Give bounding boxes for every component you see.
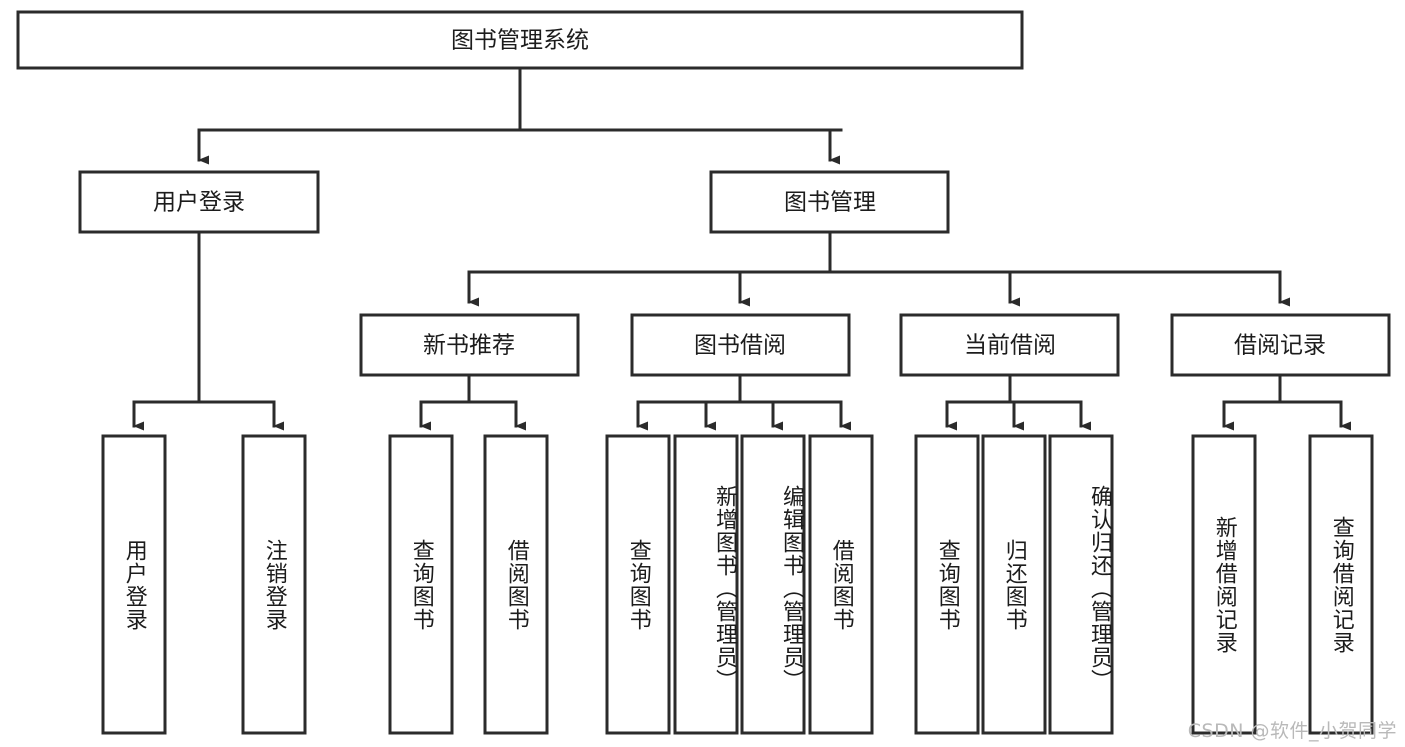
node-book-borrow-label: 图书借阅: [694, 333, 786, 359]
leaf-node-query-record[interactable]: [1308, 434, 1374, 735]
connector-currentborrow-to-leaves: [945, 373, 1091, 431]
leaf-node-borrow-book-2[interactable]: [808, 434, 874, 735]
node-borrow-record-label: 借阅记录: [1234, 333, 1326, 359]
node-root[interactable]: 图书管理系统: [16, 10, 1024, 70]
node-book-borrow[interactable]: 图书借阅: [630, 313, 851, 377]
connector-userlogin-to-leaves: [132, 230, 284, 431]
leaf-node-add-record[interactable]: [1191, 434, 1257, 735]
leaf-node-return-book[interactable]: [981, 434, 1047, 735]
leaf-node-confirm-return[interactable]: [1048, 434, 1114, 735]
node-user-login-label: 用户登录: [153, 190, 245, 216]
leaf-node-user-login[interactable]: [101, 434, 167, 735]
node-root-label: 图书管理系统: [451, 28, 589, 54]
node-current-borrow-label: 当前借阅: [964, 333, 1056, 359]
node-new-book-rec-label: 新书推荐: [423, 333, 515, 359]
node-borrow-record[interactable]: 借阅记录: [1170, 313, 1391, 377]
node-current-borrow[interactable]: 当前借阅: [899, 313, 1120, 377]
leaf-node-query-book-2[interactable]: [605, 434, 671, 735]
leaf-node-user-logout[interactable]: [241, 434, 307, 735]
connector-bookborrow-to-leaves: [636, 373, 851, 431]
node-user-login[interactable]: 用户登录: [78, 170, 320, 234]
node-book-manage[interactable]: 图书管理: [709, 170, 950, 234]
leaf-node-borrow-book-1[interactable]: [483, 434, 549, 735]
connector-bookmanage-to-level3: [467, 230, 1290, 307]
connector-root-to-level2: [197, 66, 843, 165]
leaf-node-edit-book[interactable]: [740, 434, 806, 735]
node-new-book-rec[interactable]: 新书推荐: [359, 313, 580, 377]
connector-newbook-to-leaves: [419, 373, 526, 431]
leaf-node-query-book-1[interactable]: [388, 434, 454, 735]
leaf-node-add-book[interactable]: [673, 434, 739, 735]
node-book-manage-label: 图书管理: [784, 190, 876, 216]
csdn-watermark: CSDN @软件_小贺同学: [1187, 720, 1397, 742]
leaf-node-query-book-3[interactable]: [914, 434, 980, 735]
connector-borrowrecord-to-leaves: [1222, 373, 1351, 431]
